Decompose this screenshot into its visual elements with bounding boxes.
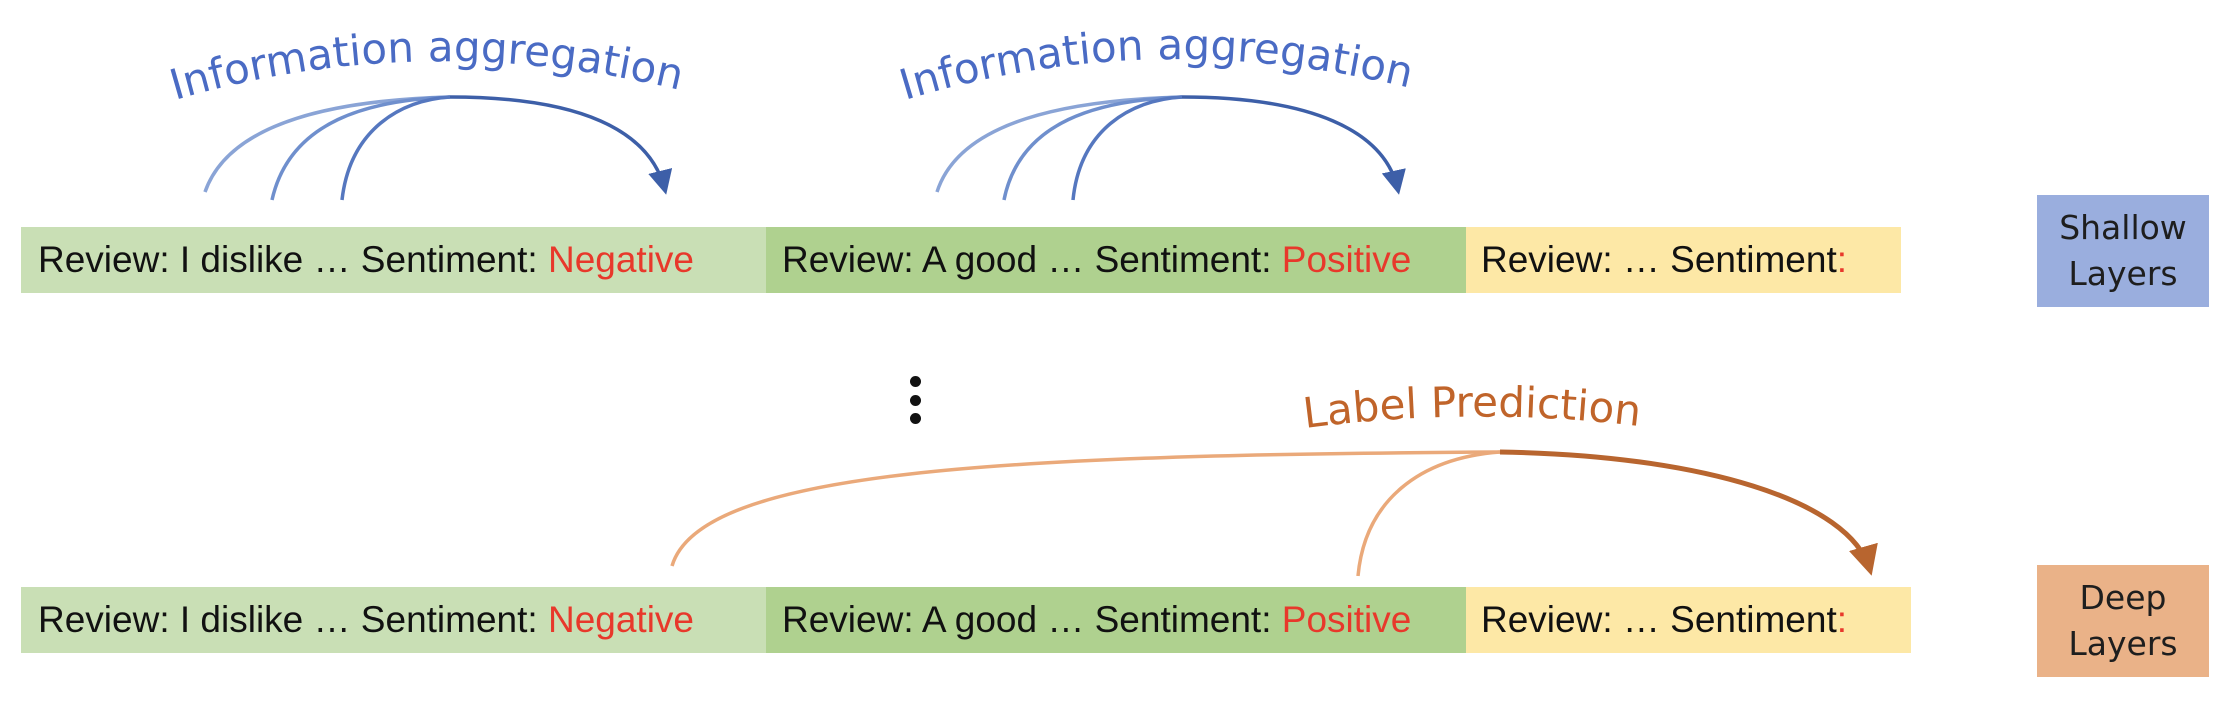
label-negative: Negative (547, 599, 694, 640)
query-segment: Review: … Sentiment: (1466, 587, 1911, 653)
aggregation-arc (270, 95, 451, 201)
demo-text: Review: A good … Sentiment: (782, 599, 1282, 640)
query-colon: : (1836, 239, 1848, 280)
shallow-line2: Layers (2068, 254, 2178, 293)
aggregation-arrows-left (203, 95, 673, 201)
aggregation-arrows-middle (935, 95, 1406, 201)
prediction-arrow (1499, 449, 1878, 576)
deep-token-row: Review: I dislike … Sentiment: Negative … (21, 587, 1911, 653)
aggregation-arc (1002, 95, 1183, 201)
prediction-arrows (670, 449, 1878, 577)
query-text: Review: … Sentiment (1481, 599, 1837, 640)
aggregation-arc (935, 95, 1183, 193)
vertical-ellipsis-icon (908, 376, 922, 424)
shallow-token-row: Review: I dislike … Sentiment: Negative … (21, 227, 1901, 293)
demo-segment-positive: Review: A good … Sentiment: Positive (766, 227, 1466, 293)
label-positive: Positive (1281, 239, 1412, 280)
aggregation-arrow (449, 95, 673, 195)
query-segment: Review: … Sentiment: (1466, 227, 1901, 293)
aggregation-arrow (1181, 95, 1406, 195)
query-colon: : (1836, 599, 1848, 640)
demo-segment-negative: Review: I dislike … Sentiment: Negative (21, 587, 766, 653)
prediction-arc-short (1356, 450, 1501, 577)
aggregation-arc (340, 95, 451, 201)
demo-text: Review: I dislike … Sentiment: (38, 599, 548, 640)
label-negative: Negative (547, 239, 694, 280)
aggregation-title-middle: Information aggregation (894, 20, 1418, 109)
demo-segment-positive: Review: A good … Sentiment: Positive (766, 587, 1466, 653)
deep-line1: Deep (2079, 578, 2167, 617)
demo-text: Review: I dislike … Sentiment: (38, 239, 548, 280)
prediction-title: Label Prediction (1300, 377, 1644, 437)
demo-text: Review: A good … Sentiment: (782, 239, 1282, 280)
aggregation-arc (1071, 95, 1183, 201)
deep-layers-badge: Deep Layers (2037, 565, 2209, 677)
label-positive: Positive (1281, 599, 1412, 640)
shallow-line1: Shallow (2059, 208, 2187, 247)
prediction-arc-long (670, 450, 1501, 567)
query-text: Review: … Sentiment (1481, 239, 1837, 280)
aggregation-arc (203, 95, 451, 193)
demo-segment-negative: Review: I dislike … Sentiment: Negative (21, 227, 766, 293)
shallow-layers-badge: Shallow Layers (2037, 195, 2209, 307)
deep-line2: Layers (2068, 624, 2178, 663)
